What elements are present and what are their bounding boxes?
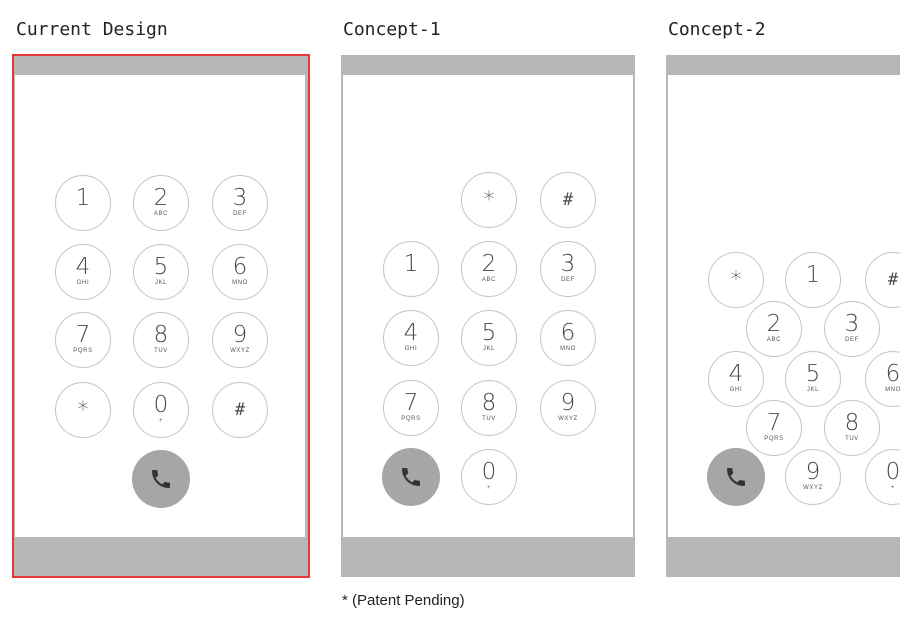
key-star[interactable]: * [55, 382, 111, 438]
key-hash[interactable]: # [540, 172, 596, 228]
phone-icon [727, 468, 745, 486]
call-button[interactable] [382, 448, 440, 506]
key-hash[interactable]: # [865, 252, 900, 308]
key-hash[interactable]: # [212, 382, 268, 438]
call-button[interactable] [707, 448, 765, 506]
concept-2-title: Concept-2 [668, 19, 766, 40]
key-1[interactable]: 1 [55, 175, 111, 231]
concept-1-title: Concept-1 [343, 19, 441, 40]
current-design-title: Current Design [16, 19, 168, 40]
key-star[interactable]: * [461, 172, 517, 228]
key-0[interactable]: 0+ [461, 449, 517, 505]
key-1[interactable]: 1 [785, 252, 841, 308]
key-0[interactable]: 0+ [865, 449, 900, 505]
key-0[interactable]: 0+ [133, 382, 189, 438]
key-1[interactable]: 1 [383, 241, 439, 297]
phone-icon [402, 468, 420, 486]
call-button[interactable] [132, 450, 190, 508]
phone-icon [152, 470, 170, 488]
patent-pending-note: * (Patent Pending) [342, 592, 465, 609]
key-star[interactable]: * [708, 252, 764, 308]
